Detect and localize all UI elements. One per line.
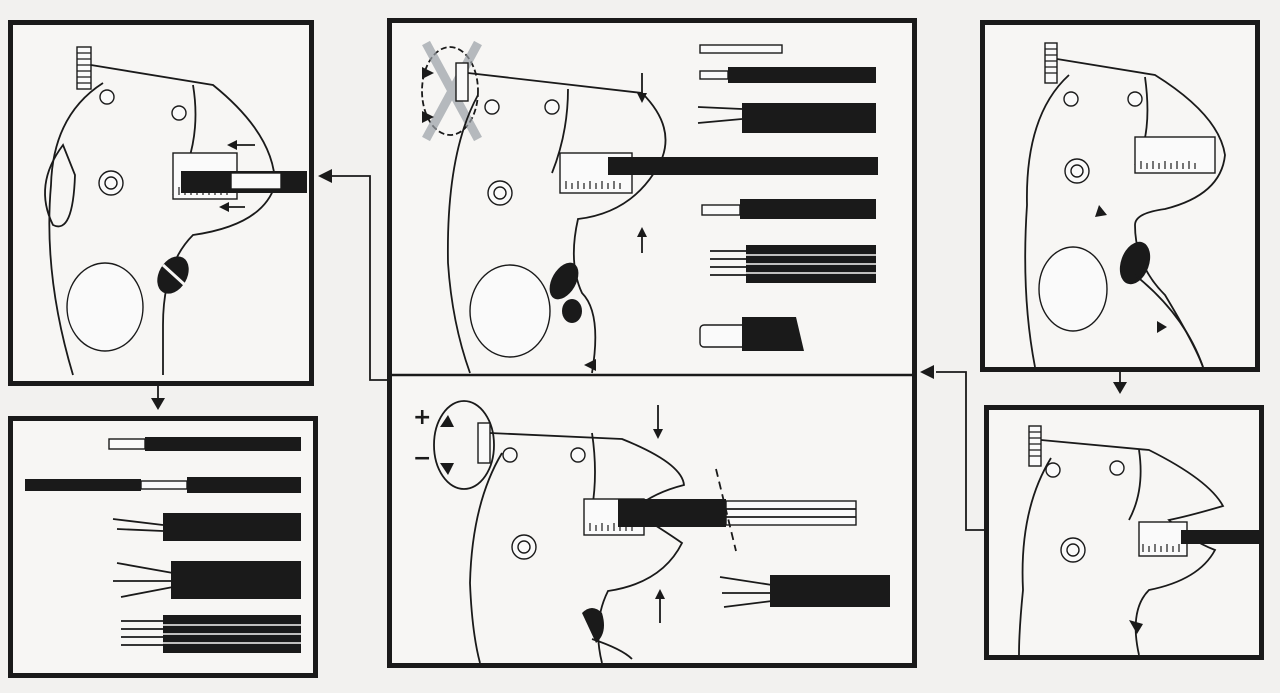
stripper-illustration-right-top bbox=[1024, 42, 1226, 367]
rotate-arrow-icon bbox=[421, 46, 479, 136]
cable bbox=[608, 157, 878, 175]
cable-type-2 bbox=[742, 103, 876, 133]
panel-stripper-squeeze bbox=[980, 20, 1260, 372]
panel-stripped-cable-results bbox=[8, 416, 318, 678]
handle-hole bbox=[469, 264, 551, 358]
rotate-arrow-icon bbox=[433, 400, 495, 490]
stripper-illustration-right-bottom bbox=[1018, 425, 1259, 655]
arrow-right-to-center bbox=[936, 371, 984, 531]
cable bbox=[618, 499, 726, 527]
handle-hole bbox=[66, 262, 144, 352]
plus-sign: + bbox=[413, 405, 432, 430]
panel-stripper-insert bbox=[984, 405, 1264, 660]
arrow-down-icon bbox=[653, 429, 663, 439]
cable-type-6 bbox=[770, 575, 890, 607]
handle-hole bbox=[1038, 246, 1108, 332]
arrow-down-icon bbox=[151, 398, 165, 410]
cable bbox=[1181, 530, 1259, 544]
arrow-left-icon bbox=[318, 169, 332, 183]
cable-type-1 bbox=[728, 67, 876, 83]
cable-type-3 bbox=[740, 199, 876, 219]
arrow-left-icon bbox=[920, 365, 934, 379]
cable-result-4 bbox=[171, 561, 301, 599]
arrow-down-icon bbox=[1095, 205, 1107, 217]
cable-type-5 bbox=[742, 317, 804, 351]
arrow-left-icon bbox=[1157, 321, 1167, 333]
minus-sign: − bbox=[413, 446, 432, 471]
arrow-down-icon bbox=[637, 93, 647, 103]
panel-center-adjustment bbox=[387, 18, 917, 668]
panel-stripper-cable-inserted bbox=[8, 20, 314, 386]
cable-result-2 bbox=[25, 479, 141, 491]
stripper-illustration-left-top bbox=[44, 46, 307, 376]
center-illustration bbox=[392, 40, 912, 663]
cross-icon bbox=[422, 40, 482, 142]
adjust-screw bbox=[76, 46, 92, 90]
arrow-left-icon bbox=[227, 140, 237, 150]
arrow-center-to-left bbox=[330, 175, 387, 381]
arrow-left-icon bbox=[584, 359, 596, 371]
cable-result-3 bbox=[163, 513, 301, 541]
arrow-up-icon bbox=[637, 227, 647, 237]
arrow-down-icon bbox=[1113, 382, 1127, 394]
cable-result-1 bbox=[145, 437, 301, 451]
arrow-up-icon bbox=[655, 589, 665, 599]
cable-results-illustration bbox=[25, 437, 301, 653]
